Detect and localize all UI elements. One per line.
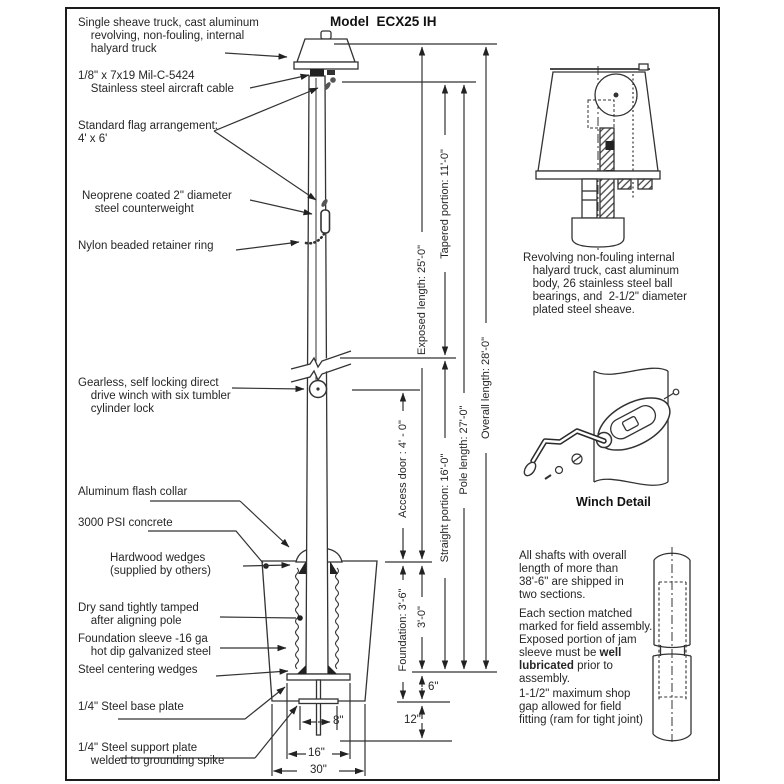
note-assembly: Each section matched marked for field as… <box>519 608 652 686</box>
note-assembly-part1: Each section matched marked for field as… <box>519 608 653 659</box>
callout-counterweight: Neoprene coated 2" diameter steel counte… <box>82 190 232 215</box>
dim-exposed-length: Exposed length: 25'-0" <box>416 245 428 355</box>
callout-winch: Gearless, self locking direct drive winc… <box>78 377 231 415</box>
dim-eight-inch: 8" <box>333 715 344 727</box>
winch-detail-drawing <box>523 367 680 486</box>
joint-detail-drawing <box>652 547 692 742</box>
dim-straight-portion: Straight portion: 16'-0" <box>439 453 451 563</box>
callout-cable: 1/8" x 7x19 Mil-C-5424 Stainless steel a… <box>78 70 234 95</box>
dim-six-inch: 6" <box>428 681 439 693</box>
note-shop-gap: 1-1/2" maximum shop gap allowed for fiel… <box>519 688 643 726</box>
pole-assembly <box>286 30 359 736</box>
callout-flag: Standard flag arrangement: 4' x 6' <box>78 120 219 145</box>
callout-centering-wedges: Steel centering wedges <box>78 664 198 676</box>
dim-foundation-depth: Foundation: 3'-6" <box>397 588 409 672</box>
note-shipping: All shafts with overall length of more t… <box>519 550 627 601</box>
dimension-lines <box>271 43 497 776</box>
callout-concrete: 3000 PSI concrete <box>78 517 173 529</box>
dim-thirty-inch: 30" <box>310 764 327 776</box>
page-title: Model ECX25 IH <box>330 14 437 29</box>
callout-truck: Single sheave truck, cast aluminum revol… <box>78 17 259 55</box>
callout-retainer-ring: Nylon beaded retainer ring <box>78 240 214 252</box>
note-truck-detail: Revolving non-fouling internal halyard t… <box>523 252 687 316</box>
note-assembly-bold-lubricated: lubricated <box>519 660 574 672</box>
callout-hardwood-wedges: Hardwood wedges (supplied by others) <box>110 552 211 577</box>
winch-detail-caption: Winch Detail <box>576 495 651 509</box>
dim-three-feet: 3'-0" <box>416 606 428 628</box>
leader-lines <box>118 52 319 759</box>
note-assembly-bold-well: well <box>599 647 622 659</box>
callout-support-plate: 1/4" Steel support plate welded to groun… <box>78 742 225 767</box>
callout-dry-sand: Dry sand tightly tamped after aligning p… <box>78 602 199 627</box>
callout-base-plate: 1/4" Steel base plate <box>78 701 184 713</box>
dim-tapered-portion: Tapered portion: 11'-0" <box>439 149 451 259</box>
drawing-border <box>65 7 720 781</box>
dim-pole-length: Pole length: 27'-0" <box>458 405 470 495</box>
truck-detail-drawing <box>535 63 661 250</box>
dim-sixteen-inch: 16" <box>308 747 325 759</box>
dim-overall-length: Overall length: 28'-0" <box>480 336 492 440</box>
note-assembly-part2: prior to assembly. <box>519 660 613 685</box>
callout-foundation-sleeve: Foundation sleeve -16 ga hot dip galvani… <box>78 633 211 658</box>
dim-access-door: Access door : 4' - 0" <box>397 420 409 518</box>
callout-flash-collar: Aluminum flash collar <box>78 486 188 498</box>
dim-twelve-inch: 12" <box>404 714 421 726</box>
